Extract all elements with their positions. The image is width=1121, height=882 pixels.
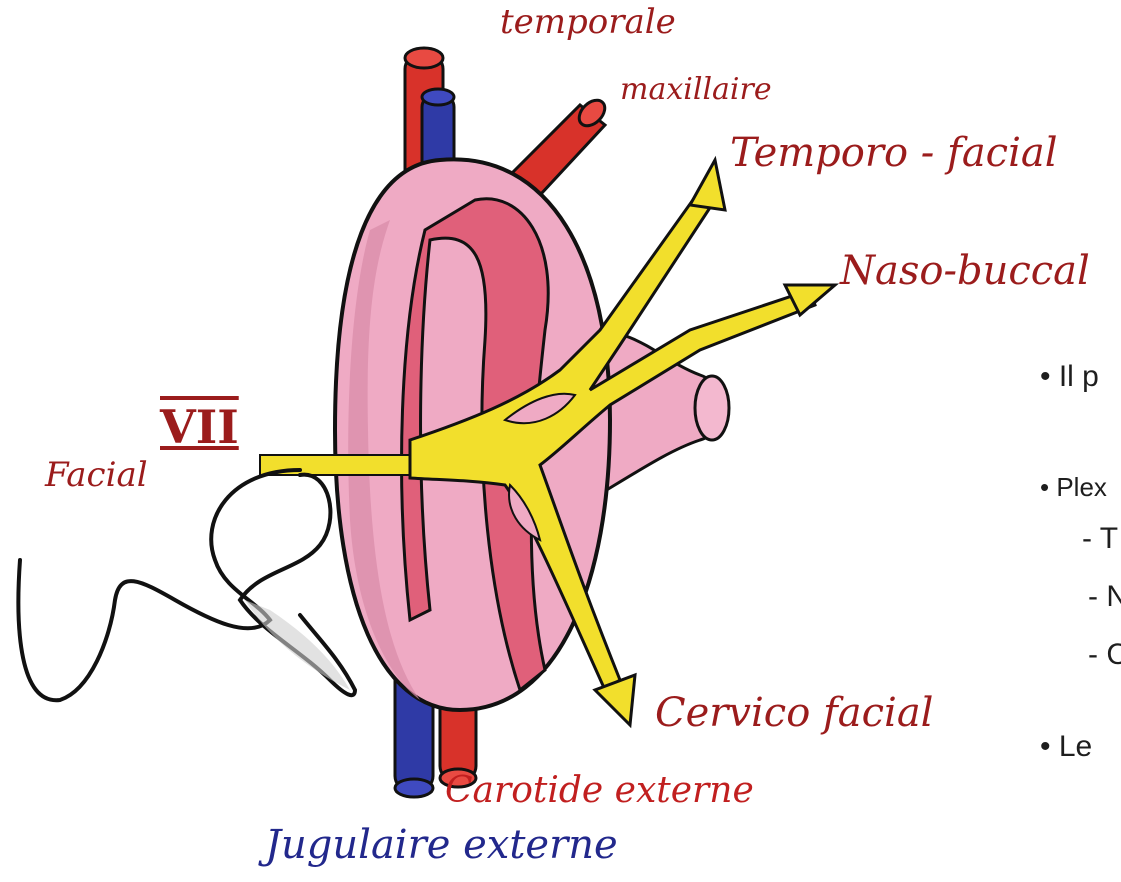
sub-bullet-2: - N xyxy=(1088,580,1121,614)
bullet-1-text: Il p xyxy=(1059,360,1099,393)
bullet-1: • Il p xyxy=(1040,360,1099,394)
label-temporale: temporale xyxy=(500,2,676,42)
label-jugulaire-externe: Jugulaire externe xyxy=(265,822,618,868)
bullet-2-text: Plex xyxy=(1056,472,1107,502)
label-maxillaire: maxillaire xyxy=(620,72,772,107)
label-naso-buccal: Naso-buccal xyxy=(840,248,1090,294)
bullet-3: • Le xyxy=(1040,730,1092,764)
sub-bullet-1: - T xyxy=(1082,522,1118,556)
jugular-vein-bottom-end xyxy=(395,779,433,797)
label-cervico-facial: Cervico facial xyxy=(655,690,933,736)
sub-bullet-3: - C xyxy=(1088,638,1121,672)
label-carotide-externe: Carotide externe xyxy=(445,770,754,811)
arrow-temporo-facial xyxy=(690,160,725,210)
label-facial: Facial xyxy=(45,455,148,495)
bullet-2: • Plex xyxy=(1040,472,1107,503)
temporal-artery-end xyxy=(405,48,443,68)
ear-outline xyxy=(18,470,355,700)
duct-opening xyxy=(695,376,729,440)
bullet-3-text: Le xyxy=(1059,730,1092,763)
label-nerve-roman: VII xyxy=(160,400,239,454)
label-temporo-facial: Temporo - facial xyxy=(730,130,1058,176)
ear-lobe-shade xyxy=(245,600,350,690)
jugular-vein-top-end xyxy=(422,89,454,105)
